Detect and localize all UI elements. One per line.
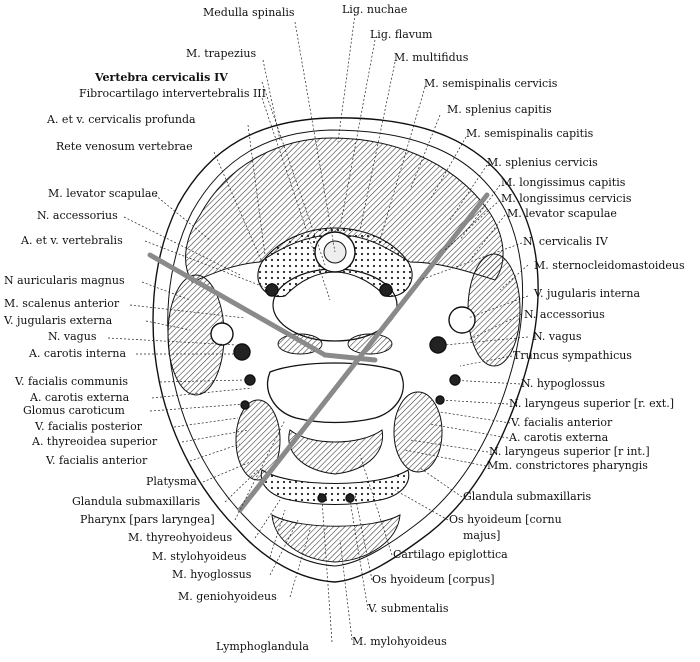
label-lig-flavum: Lig. flavum: [370, 28, 433, 41]
pharynx-shape: [266, 362, 404, 424]
label-glandula-submaxillaris-right: Glandula submaxillaris: [463, 490, 591, 503]
label-m-longissimus-cervicis: M. longissimus cervicis: [501, 192, 632, 205]
label-m-geniohyoideus: M. geniohyoideus: [178, 590, 277, 603]
label-n-hypoglossus: N. hypoglossus: [521, 377, 605, 390]
label-lymphoglandula: Lymphoglandula: [216, 640, 309, 653]
label-m-multifidus: M. multifidus: [394, 51, 469, 64]
label-a-carotis-externa-right: A. carotis externa: [508, 431, 609, 444]
label-n-vagus-right: N. vagus: [533, 330, 582, 343]
label-v-jugularis-interna: V. jugularis interna: [533, 287, 641, 300]
label-glandula-submaxillaris-left: Glandula submaxillaris: [72, 495, 200, 508]
label-m-longissimus-capitis: M. longissimus capitis: [501, 176, 626, 189]
label-glomus-caroticum: Glomus caroticum: [23, 404, 125, 417]
label-n-laryngeus-superior-int: N. laryngeus superior [r int.]: [489, 445, 650, 458]
label-a-v-cervicalis-profunda: A. et v. cervicalis profunda: [46, 113, 196, 126]
vessel-small-3: [240, 400, 250, 410]
label-v-facialis-posterior: V. facialis posterior: [34, 420, 143, 433]
label-pharynx: Pharynx [pars laryngea]: [80, 513, 215, 526]
overlay-lines: [147, 192, 490, 513]
label-n-auricularis-magnus: N auricularis magnus: [4, 274, 125, 287]
label-majus: majus]: [463, 529, 500, 542]
epiglottis-shape: [288, 429, 384, 475]
label-m-splenius-capitis: M. splenius capitis: [447, 103, 552, 116]
label-v-facialis-anterior-right: V. facialis anterior: [510, 416, 613, 429]
v-submentalis-dot: [345, 493, 355, 503]
label-n-accessorius-right: N. accessorius: [524, 308, 605, 321]
label-os-hyoideum-corpus: Os hyoideum [corpus]: [372, 573, 495, 586]
spinal-cord: [323, 240, 347, 264]
label-m-levator-scapulae-left: M. levator scapulae: [48, 187, 158, 200]
submax-right: [393, 391, 443, 473]
label-truncus-sympathicus: Truncus sympathicus: [513, 349, 632, 362]
label-v-jugularis-externa: V. jugularis externa: [3, 314, 113, 327]
label-n-accessorius-left: N. accessorius: [37, 209, 118, 222]
label-m-scalenus-anterior: M. scalenus anterior: [4, 297, 120, 310]
hyoid-shape: [260, 469, 410, 506]
label-rete-venosum: Rete venosum vertebrae: [56, 140, 193, 153]
label-os-hyoideum-cornu: Os hyoideum [cornu: [449, 513, 562, 526]
label-cartilago-epiglottica: Cartilago epiglottica: [393, 548, 508, 561]
label-m-mylohyoideus: M. mylohyoideus: [352, 635, 447, 648]
labels: Medulla spinalis Lig. nuchae Lig. flavum…: [3, 3, 685, 653]
leader-lines: [107, 13, 529, 643]
label-a-carotis-externa-left: A. carotis externa: [29, 391, 130, 404]
submax-left: [235, 399, 281, 481]
label-a-thyreoidea-superior: A. thyreoidea superior: [31, 435, 158, 448]
label-m-sternocleidomastoideus: M. sternocleidomastoideus: [534, 259, 685, 272]
label-m-levator-scapulae-right: M. levator scapulae: [507, 207, 617, 220]
dorsal-muscles: [185, 137, 504, 283]
label-vertebra-cervicalis-iv: Vertebra cervicalis IV: [94, 71, 228, 84]
vessel-small-1: [244, 374, 256, 386]
ij-vein-left: [210, 322, 234, 346]
label-lig-nuchae: Lig. nuchae: [342, 3, 407, 16]
ij-vein-right: [448, 306, 476, 334]
label-m-thyreohyoideus: M. thyreohyoideus: [128, 531, 232, 544]
label-fibrocartilago: Fibrocartilago intervertebralis III: [79, 87, 266, 100]
carotid-left: [233, 343, 251, 361]
label-a-carotis-interna: A. carotis interna: [28, 347, 126, 360]
label-m-trapezius: M. trapezius: [186, 47, 256, 60]
label-v-facialis-anterior-left: V. facialis anterior: [45, 454, 148, 467]
label-m-hyoglossus: M. hyoglossus: [172, 568, 252, 581]
vertebral-foramen-right: [379, 283, 393, 297]
subcutaneous-outline: [167, 129, 524, 567]
label-n-vagus-left: N. vagus: [48, 330, 97, 343]
label-m-semispinalis-cervicis: M. semispinalis cervicis: [424, 77, 558, 90]
carotid-right: [429, 336, 447, 354]
label-medulla-spinalis: Medulla spinalis: [203, 6, 295, 19]
label-a-v-vertebralis: A. et v. vertebralis: [20, 234, 123, 247]
label-m-stylohyoideus: M. stylohyoideus: [152, 550, 247, 563]
label-n-laryngeus-superior-ext: N. laryngeus superior [r. ext.]: [509, 397, 674, 410]
label-v-submentalis: V. submentalis: [367, 602, 449, 615]
label-m-semispinalis-capitis: M. semispinalis capitis: [466, 127, 594, 140]
label-mm-constrictores: Mm. constrictores pharyngis: [487, 459, 648, 472]
label-platysma: Platysma: [146, 475, 197, 488]
label-m-splenius-cervicis: M. splenius cervicis: [487, 156, 598, 169]
label-v-facialis-communis: V. facialis communis: [14, 375, 128, 388]
label-n-cervicalis-iv: N. cervicalis IV: [523, 235, 609, 248]
